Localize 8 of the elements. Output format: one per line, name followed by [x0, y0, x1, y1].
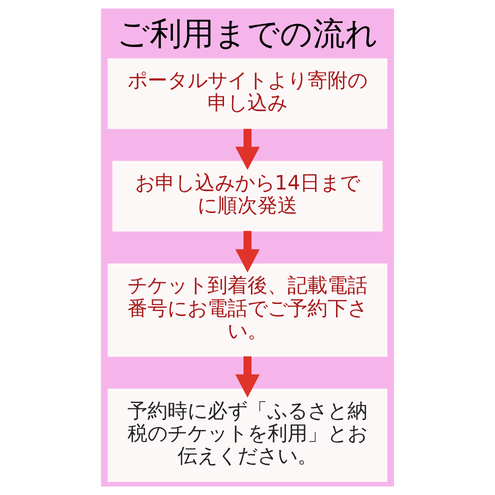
node-box: お申し込みから14日までに順次発送 — [112, 160, 383, 232]
diagram-title: ご利用までの流れ — [117, 14, 378, 53]
node-box: ポータルサイトより寄附の申し込み — [108, 58, 388, 129]
arrow — [235, 356, 260, 398]
node-box: チケット到着後、記載電話番号にお電話でご予約下さい。 — [108, 263, 388, 357]
arrow — [235, 128, 260, 170]
arrow — [235, 230, 260, 272]
node-box: 予約時に必ず「ふるさと納税のチケットを利用」とお伝えください。 — [108, 388, 388, 482]
